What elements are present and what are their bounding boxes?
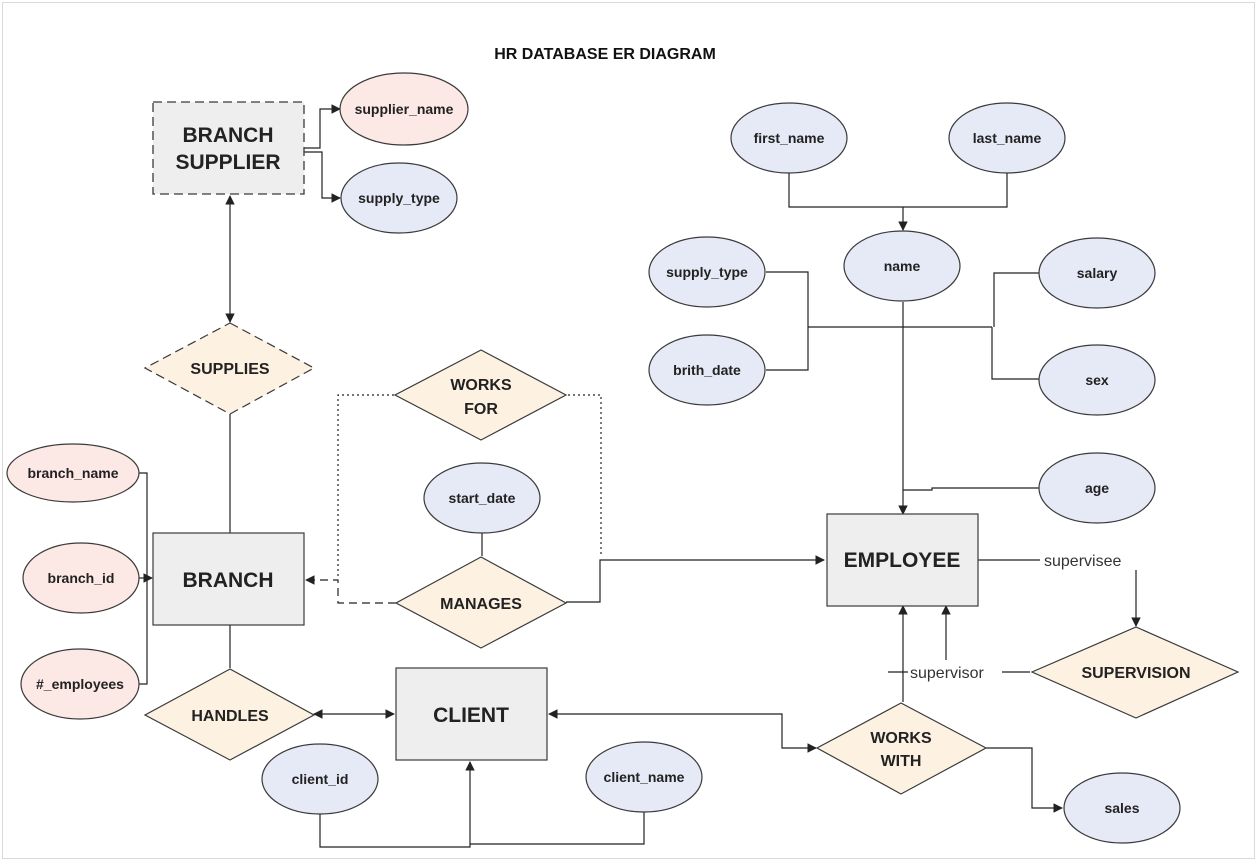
attribute-name[interactable]: name [843, 230, 961, 302]
relationship-supplies-label: SUPPLIES [190, 361, 269, 378]
attribute-num-employees-label: #_employees [36, 676, 124, 692]
attribute-branch-id[interactable]: branch_id [22, 542, 140, 614]
relationship-manages-label: MANAGES [440, 596, 522, 613]
attribute-supply-type-supplier-label: supply_type [358, 190, 440, 206]
attribute-salary[interactable]: salary [1038, 237, 1156, 309]
connector-client-name [470, 812, 645, 845]
connectors [139, 104, 1141, 848]
attribute-client-name[interactable]: client_name [585, 741, 703, 813]
relationship-works-for-line2: FOR [464, 401, 498, 418]
relationship-handles[interactable]: HANDLES [143, 668, 316, 761]
connector-works-with-sales [986, 747, 1063, 813]
entity-client-label: CLIENT [433, 704, 509, 727]
role-label-supervisor: supervisor [910, 665, 984, 682]
attribute-brith-date[interactable]: brith_date [648, 334, 766, 406]
attribute-salary-label: salary [1077, 265, 1118, 281]
entity-branch-supplier[interactable]: BRANCH SUPPLIER [152, 101, 305, 195]
relationship-supervision-label: SUPERVISION [1081, 665, 1190, 682]
attribute-branch-name[interactable]: branch_name [6, 443, 140, 503]
attribute-start-date[interactable]: start_date [423, 462, 541, 534]
attribute-sales-label: sales [1104, 800, 1139, 816]
relationship-works-for-line1: WORKS [450, 377, 512, 394]
connector-supplier-name [304, 104, 341, 149]
connector-num-employees [139, 579, 148, 685]
relationship-supplies[interactable]: SUPPLIES [143, 322, 316, 415]
relationship-works-for[interactable]: WORKS FOR [393, 349, 568, 441]
attribute-name-label: name [884, 258, 921, 274]
relationship-supervision[interactable]: SUPERVISION [1030, 626, 1240, 719]
entity-branch-label: BRANCH [183, 569, 274, 592]
entity-employee[interactable]: EMPLOYEE [826, 513, 979, 607]
connector-salary [993, 272, 1040, 327]
attribute-supplier-name[interactable]: supplier_name [339, 72, 469, 146]
attribute-start-date-label: start_date [449, 490, 516, 506]
attribute-age[interactable]: age [1038, 452, 1156, 524]
entity-client[interactable]: CLIENT [395, 667, 548, 761]
entity-branch-supplier-line2: SUPPLIER [175, 151, 280, 174]
connector-first-name [788, 172, 1008, 208]
entity-employee-label: EMPLOYEE [844, 549, 961, 572]
relationship-works-with[interactable]: WORKS WITH [815, 702, 988, 795]
relationship-works-with-line2: WITH [881, 753, 922, 770]
connector-supplier-supply-type [304, 151, 341, 203]
connector-sex [991, 327, 1040, 380]
attribute-age-label: age [1085, 480, 1109, 496]
attribute-branch-name-label: branch_name [27, 465, 118, 481]
attribute-first-name-label: first_name [754, 130, 825, 146]
connector-age [903, 487, 1040, 491]
attribute-last-name[interactable]: last_name [948, 102, 1066, 174]
attribute-supply-type-employee[interactable]: supply_type [648, 236, 766, 308]
connector-branch-name [139, 472, 148, 579]
attribute-client-name-label: client_name [604, 769, 685, 785]
connector-client-id [319, 761, 475, 848]
attribute-client-id[interactable]: client_id [261, 743, 379, 815]
attribute-sex-label: sex [1085, 372, 1109, 388]
connector-emp-supply-type [766, 271, 809, 371]
attribute-client-id-label: client_id [292, 771, 349, 787]
connector-client-works-with [548, 709, 817, 753]
relationship-manages[interactable]: MANAGES [394, 556, 568, 649]
attribute-last-name-label: last_name [973, 130, 1042, 146]
attribute-num-employees[interactable]: #_employees [20, 648, 140, 720]
attribute-supply-type-employee-label: supply_type [666, 264, 748, 280]
connector-manages-employee [566, 555, 825, 603]
relationship-handles-label: HANDLES [191, 708, 269, 725]
connector-manages-branch [305, 575, 396, 604]
attribute-supplier-name-label: supplier_name [355, 101, 454, 117]
attribute-sex[interactable]: sex [1038, 344, 1156, 416]
relationship-works-with-line1: WORKS [870, 730, 932, 747]
role-label-supervisee: supervisee [1044, 553, 1121, 570]
attribute-first-name[interactable]: first_name [730, 102, 848, 174]
attribute-branch-id-label: branch_id [48, 570, 115, 586]
attribute-supply-type-supplier[interactable]: supply_type [340, 162, 458, 234]
attribute-brith-date-label: brith_date [673, 362, 741, 378]
connector-works-for-left [337, 394, 394, 579]
attribute-sales[interactable]: sales [1063, 772, 1181, 844]
entity-branch-supplier-line1: BRANCH [183, 124, 274, 147]
entity-branch[interactable]: BRANCH [152, 532, 305, 626]
connector-works-for-right [568, 394, 602, 556]
diagram-title: HR DATABASE ER DIAGRAM [494, 46, 716, 63]
